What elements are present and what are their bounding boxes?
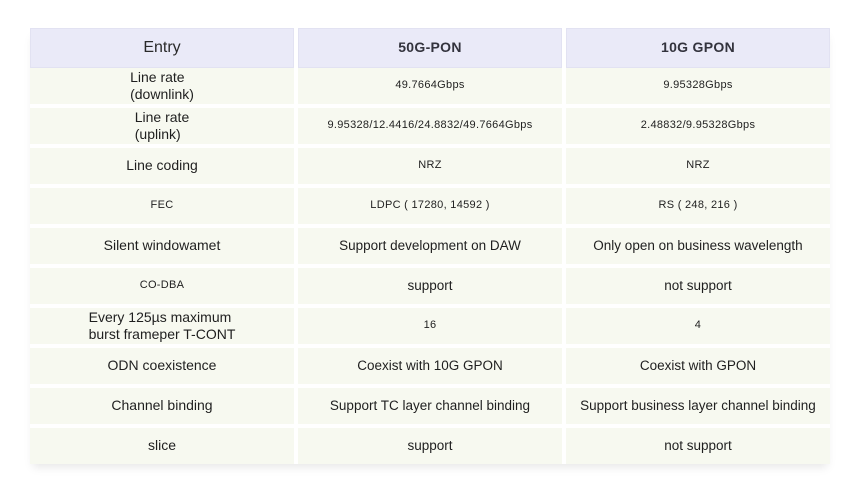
cell-odn-coexistence-label: ODN coexistence bbox=[30, 348, 294, 384]
cell-burst-frame-50gpon: 16 bbox=[298, 308, 562, 344]
cell-fec-10ggpon: RS ( 248, 216 ) bbox=[566, 188, 830, 224]
cell-slice-10ggpon: not support bbox=[566, 428, 830, 464]
header-cell-10g-gpon: 10G GPON bbox=[566, 28, 830, 68]
cell-text: Every 125µs maximum burst frameper T-CON… bbox=[88, 308, 236, 343]
cell-text: not support bbox=[664, 437, 732, 453]
cell-co-dba-label: CO-DBA bbox=[30, 268, 294, 304]
cell-line-coding-50gpon: NRZ bbox=[298, 148, 562, 184]
cell-slice-label: slice bbox=[30, 428, 294, 464]
cell-silent-window-label: Silent windowamet bbox=[30, 228, 294, 264]
header-label: 50G-PON bbox=[398, 39, 462, 56]
cell-odn-coexistence-10ggpon: Coexist with GPON bbox=[566, 348, 830, 384]
cell-text: support bbox=[407, 277, 453, 293]
cell-text: Support development on DAW bbox=[339, 237, 521, 253]
cell-line-rate-uplink-10ggpon: 2.48832/9.95328Gbps bbox=[566, 108, 830, 144]
cell-line-rate-downlink-50gpon: 49.7664Gbps bbox=[298, 68, 562, 104]
cell-silent-window-10ggpon: Only open on business wavelength bbox=[566, 228, 830, 264]
cell-text: RS ( 248, 216 ) bbox=[658, 199, 738, 212]
cell-fec-50gpon: LDPC ( 17280, 14592 ) bbox=[298, 188, 562, 224]
cell-co-dba-10ggpon: not support bbox=[566, 268, 830, 304]
cell-channel-binding-label: Channel binding bbox=[30, 388, 294, 424]
cell-text: CO-DBA bbox=[139, 279, 185, 292]
cell-text: Support TC layer channel binding bbox=[329, 397, 531, 413]
cell-text: Support business layer channel binding bbox=[580, 397, 816, 413]
cell-silent-window-50gpon: Support development on DAW bbox=[298, 228, 562, 264]
cell-text: Line coding bbox=[126, 157, 198, 174]
cell-text: Coexist with 10G GPON bbox=[357, 357, 503, 373]
cell-line-rate-uplink-50gpon: 9.95328/12.4416/24.8832/49.7664Gbps bbox=[298, 108, 562, 144]
cell-text: NRZ bbox=[418, 159, 442, 172]
cell-text: Silent windowamet bbox=[103, 237, 221, 254]
cell-text: LDPC ( 17280, 14592 ) bbox=[370, 199, 490, 212]
cell-text: 49.7664Gbps bbox=[395, 79, 465, 92]
cell-text: 2.48832/9.95328Gbps bbox=[640, 119, 756, 132]
cell-line-rate-uplink-label: Line rate (uplink) bbox=[30, 108, 294, 144]
cell-text: Channel binding bbox=[111, 397, 213, 414]
cell-line-rate-downlink-label: Line rate (downlink) bbox=[30, 68, 294, 104]
header-cell-entry: Entry bbox=[30, 28, 294, 68]
cell-text: 9.95328Gbps bbox=[663, 79, 733, 92]
cell-slice-50gpon: support bbox=[298, 428, 562, 464]
cell-text: 4 bbox=[694, 319, 702, 332]
cell-line-coding-label: Line coding bbox=[30, 148, 294, 184]
cell-text: support bbox=[407, 437, 453, 453]
cell-fec-label: FEC bbox=[30, 188, 294, 224]
cell-text: not support bbox=[664, 277, 732, 293]
header-cell-50g-pon: 50G-PON bbox=[298, 28, 562, 68]
cell-co-dba-50gpon: support bbox=[298, 268, 562, 304]
cell-text: slice bbox=[147, 437, 176, 454]
cell-text: 9.95328/12.4416/24.8832/49.7664Gbps bbox=[327, 119, 533, 132]
cell-text: FEC bbox=[150, 199, 174, 212]
cell-text: Coexist with GPON bbox=[639, 357, 757, 373]
cell-text: Line rate (downlink) bbox=[130, 68, 194, 103]
header-label: 10G GPON bbox=[661, 39, 735, 56]
cell-text: 16 bbox=[423, 319, 437, 332]
cell-text: NRZ bbox=[686, 159, 710, 172]
cell-channel-binding-50gpon: Support TC layer channel binding bbox=[298, 388, 562, 424]
comparison-table: Entry 50G-PON 10G GPON Line rate (downli… bbox=[30, 28, 830, 464]
cell-burst-frame-label: Every 125µs maximum burst frameper T-CON… bbox=[30, 308, 294, 344]
cell-text: ODN coexistence bbox=[107, 357, 217, 374]
header-label: Entry bbox=[143, 39, 181, 56]
cell-burst-frame-10ggpon: 4 bbox=[566, 308, 830, 344]
cell-line-coding-10ggpon: NRZ bbox=[566, 148, 830, 184]
cell-text: Line rate (uplink) bbox=[134, 108, 190, 143]
cell-odn-coexistence-50gpon: Coexist with 10G GPON bbox=[298, 348, 562, 384]
cell-text: Only open on business wavelength bbox=[593, 237, 803, 253]
cell-channel-binding-10ggpon: Support business layer channel binding bbox=[566, 388, 830, 424]
cell-line-rate-downlink-10ggpon: 9.95328Gbps bbox=[566, 68, 830, 104]
